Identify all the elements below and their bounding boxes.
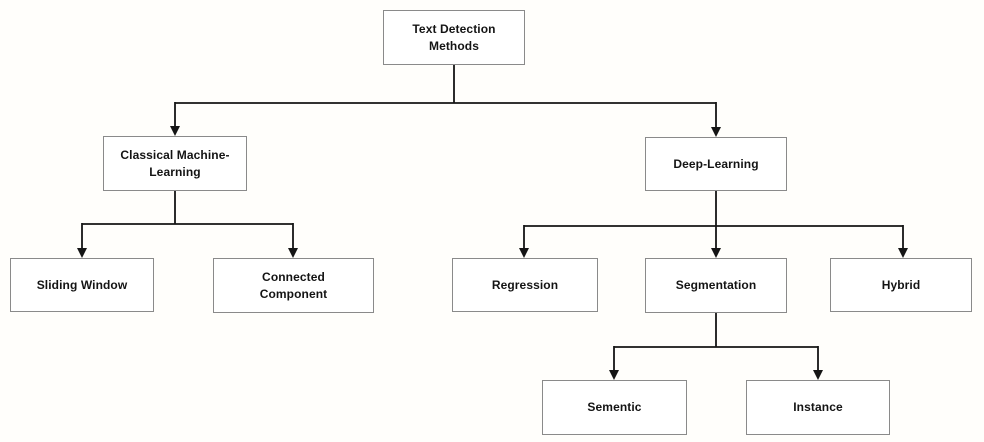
arrowhead-sementic [609,370,619,380]
node-instance: Instance [746,380,890,435]
node-label-hybrid: Hybrid [881,277,921,292]
arrowhead-instance [813,370,823,380]
node-label-deep-learning: Deep-Learning [673,156,759,171]
node-label-segmentation: Segmentation [675,278,757,293]
edge-deep-split [523,191,904,250]
arrowhead-sliding [77,248,87,258]
edge-segmentation-split [613,313,819,372]
node-label-sliding-window: Sliding Window [36,277,128,292]
arrowheads [77,126,908,380]
edge-root-split [174,65,717,129]
arrowhead-deep [711,127,721,137]
node-label-text-detection-methods: Text Detection Methods [412,22,496,53]
arrowhead-connected [288,248,298,258]
node-segmentation: Segmentation [645,258,787,313]
node-label-instance: Instance [793,400,843,415]
node-sliding-window: Sliding Window [10,258,154,312]
node-classical-machine-learning: Classical Machine- Learning [103,136,247,191]
node-label-regression: Regression [491,277,559,292]
node-label-connected-component: Connected Component [259,270,328,301]
node-connected-component: Connected Component [213,258,374,313]
node-label-classical-machine-learning: Classical Machine- Learning [120,148,230,179]
node-label-sementic: Sementic [587,400,642,415]
arrowhead-classical [170,126,180,136]
edge-classical-split [81,191,294,250]
arrowhead-regression [519,248,529,258]
node-deep-learning: Deep-Learning [645,137,787,191]
arrowhead-hybrid [898,248,908,258]
node-sementic: Sementic [542,380,687,435]
arrowhead-segmentation [711,248,721,258]
node-hybrid: Hybrid [830,258,972,312]
node-text-detection-methods: Text Detection Methods [383,10,525,65]
node-regression: Regression [452,258,598,312]
